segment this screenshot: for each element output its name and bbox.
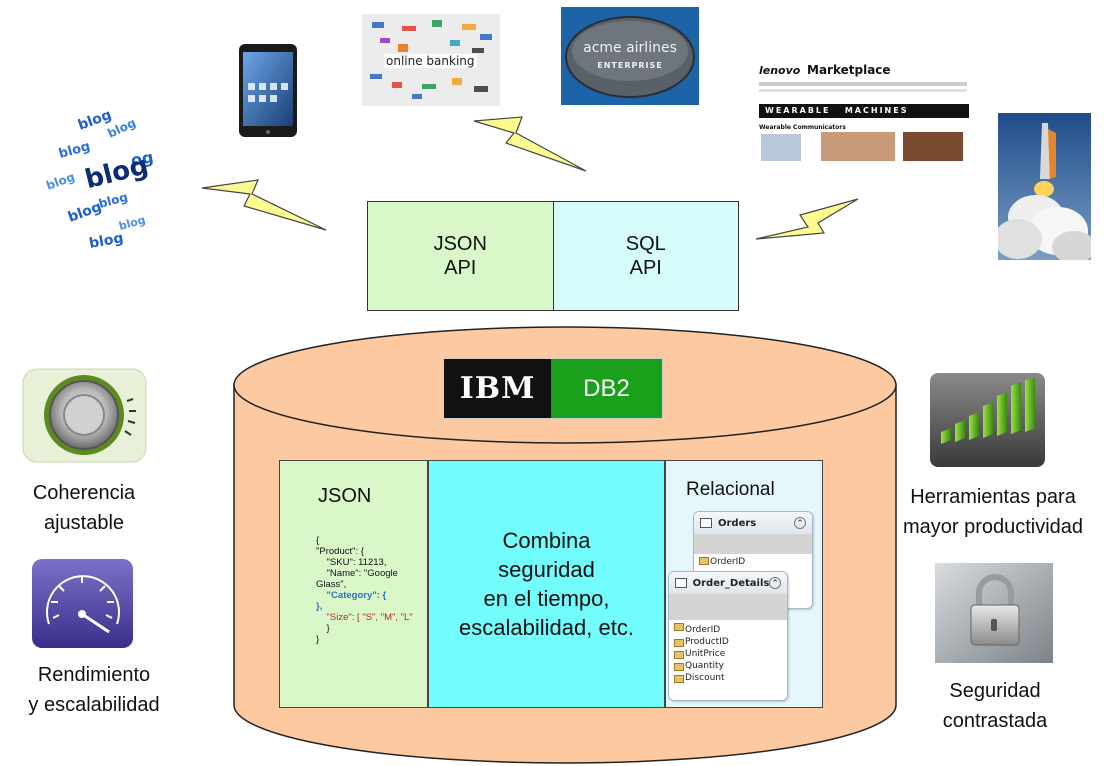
productivity-label-2: mayor productividad	[902, 516, 1084, 538]
security-label: Seguridad contrastada	[910, 676, 1080, 736]
lenovo-brand: lenovo	[759, 64, 801, 77]
lightning-bolt-top-icon	[473, 116, 587, 172]
svg-text:blog: blog	[117, 213, 147, 233]
json-api-label-1: JSON	[433, 233, 487, 255]
order-details-field: UnitPrice	[669, 648, 787, 660]
acme-enterprise-text: ENTERPRISE	[597, 61, 663, 70]
json-code-line: "Name": "Google	[316, 568, 398, 579]
collapse-icon: ^	[769, 577, 781, 589]
combine-text-4: escalabilidad, etc.	[459, 615, 634, 640]
ibm-logo-text: IBM	[444, 359, 551, 418]
orders-field: OrderID	[694, 554, 812, 568]
sql-api-cell: SQL API	[553, 202, 738, 310]
sql-api-label-1: SQL	[625, 233, 666, 255]
json-code-line: "SKU": 11213,	[316, 557, 387, 568]
speedometer-icon	[32, 559, 133, 648]
json-code-line: "Size": [ "S", "M", "L"	[316, 612, 413, 623]
blog-word-cloud-image: blog blog blog og blog blog blog blog bl…	[44, 110, 155, 252]
tablet-icon	[239, 44, 297, 137]
performance-label-2: y escalabilidad	[28, 694, 160, 716]
acme-airlines-image: acme airlines ENTERPRISE	[561, 7, 699, 105]
lightning-bolt-left-icon	[201, 179, 327, 231]
db2-logo-text: DB2	[551, 359, 662, 418]
relational-panel-title: Relacional	[686, 479, 775, 500]
performance-label: Rendimiento y escalabilidad	[4, 660, 184, 720]
collapse-icon: ^	[794, 517, 806, 529]
ibm-db2-logo: IBM DB2	[443, 358, 663, 419]
security-label-2: contrastada	[942, 710, 1048, 732]
json-api-label-2: API	[444, 257, 477, 279]
json-code-line: }	[316, 634, 320, 645]
order-details-table-header: Order_Details ^	[669, 572, 787, 594]
combine-text-1: Combina	[502, 528, 591, 553]
online-banking-text: online banking	[384, 54, 477, 68]
coherence-label-2: ajustable	[43, 512, 125, 534]
order-details-field: ProductID	[669, 636, 787, 648]
json-code-line: }	[316, 623, 330, 634]
sql-api-label-2: API	[629, 257, 662, 279]
order-details-table-band	[669, 594, 787, 620]
padlock-icon	[935, 563, 1053, 663]
json-panel-title: JSON	[318, 485, 372, 507]
orders-table-header: Orders ^	[694, 512, 812, 534]
relational-panel: Relacional Orders ^ OrderID Order_Detail…	[665, 460, 823, 708]
table-icon	[700, 518, 712, 528]
order-details-field: Discount	[669, 672, 787, 684]
svg-text:blog: blog	[44, 170, 77, 193]
productivity-label-1: Herramientas para	[910, 486, 1076, 508]
json-code-line: Glass",	[316, 579, 347, 590]
table-icon	[675, 578, 687, 588]
svg-text:blog: blog	[57, 139, 92, 162]
combine-panel: Combina seguridad en el tiempo, escalabi…	[428, 460, 665, 708]
api-box: JSON API SQL API	[367, 201, 739, 311]
orders-table-band	[694, 534, 812, 554]
coherence-label: Coherencia ajustable	[14, 478, 154, 538]
json-code-line: {	[316, 535, 320, 546]
svg-text:blog: blog	[88, 230, 125, 252]
lenovo-banner: WEARABLE MACHINES	[759, 104, 969, 118]
acme-airlines-title: acme airlines	[583, 40, 677, 56]
json-code-sample: { "Product": { "SKU": 11213, "Name": "Go…	[316, 535, 413, 645]
order-details-field: OrderID	[669, 620, 787, 636]
json-api-cell: JSON API	[368, 202, 554, 310]
lenovo-marketplace-title: Marketplace	[807, 63, 891, 77]
productivity-label: Herramientas para mayor productividad	[893, 482, 1093, 542]
orders-table-name: Orders	[718, 517, 757, 529]
svg-text:blog: blog	[66, 199, 104, 226]
lightning-bolt-right-icon	[755, 198, 859, 240]
lenovo-subtitle: Wearable Communicators	[759, 124, 846, 131]
json-code-line: "Category": {	[316, 590, 387, 601]
growth-chart-icon	[930, 373, 1045, 467]
online-banking-image: online banking	[362, 14, 500, 106]
svg-text:og: og	[129, 147, 154, 170]
json-code-line: },	[316, 601, 323, 612]
order-details-field: Quantity	[669, 660, 787, 672]
coherence-dial-icon	[22, 368, 147, 463]
combine-text-2: seguridad	[498, 557, 595, 582]
order-details-table-name: Order_Details	[692, 577, 770, 589]
performance-label-1: Rendimiento	[37, 664, 151, 686]
json-panel: JSON { "Product": { "SKU": 11213, "Name"…	[279, 460, 428, 708]
rocket-launch-image	[998, 113, 1091, 260]
coherence-label-1: Coherencia	[32, 482, 136, 504]
svg-text:blog: blog	[97, 190, 129, 211]
security-label-1: Seguridad	[949, 680, 1041, 702]
combine-text-3: en el tiempo,	[483, 586, 610, 611]
order-details-table: Order_Details ^ OrderID ProductID UnitPr…	[668, 571, 788, 701]
lenovo-marketplace-image: lenovo Marketplace WEARABLE MACHINES Wea…	[757, 58, 969, 161]
json-code-line: "Product": {	[316, 546, 364, 557]
